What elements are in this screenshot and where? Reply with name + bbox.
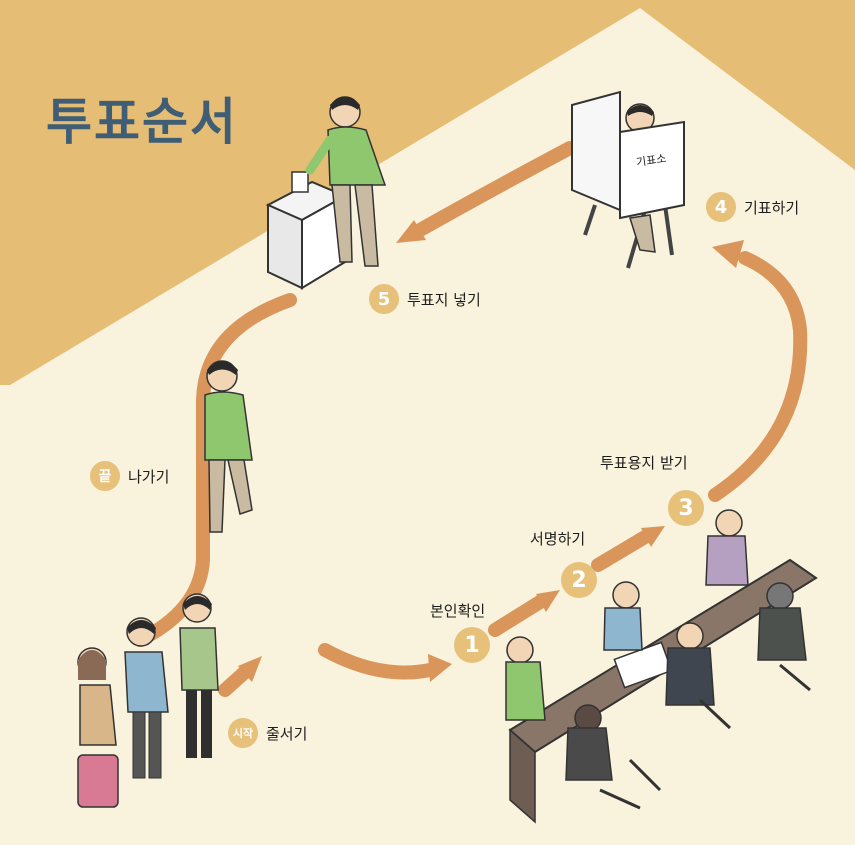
arrowhead bbox=[536, 590, 560, 612]
arrowhead bbox=[712, 240, 744, 268]
step-badge-5: 5 bbox=[369, 284, 399, 314]
arrowhead bbox=[238, 656, 262, 682]
arrowhead bbox=[396, 220, 426, 243]
queue-illustration bbox=[77, 593, 219, 808]
step-badge-4: 4 bbox=[706, 192, 736, 222]
arrow-to-step4 bbox=[708, 251, 808, 502]
arrow-to-step1 bbox=[318, 643, 437, 680]
registration-table-illustration bbox=[505, 509, 818, 824]
step-label-1: 본인확인 bbox=[430, 602, 486, 620]
step-label-3: 투표용지 받기 bbox=[600, 454, 688, 472]
exiting-voter-illustration bbox=[204, 360, 253, 533]
exit-path bbox=[133, 293, 297, 647]
step-badge-3: 3 bbox=[668, 490, 704, 526]
arrowhead bbox=[641, 526, 665, 547]
step-badge-start: 시작 bbox=[228, 718, 258, 748]
arrow-heads bbox=[238, 220, 744, 682]
arrowhead bbox=[428, 654, 452, 682]
step-label-end: 나가기 bbox=[128, 467, 170, 486]
step-label-4: 기표하기 bbox=[744, 198, 800, 217]
roof-shape bbox=[0, 0, 855, 385]
ballot-box-illustration bbox=[265, 96, 387, 290]
step-end: 끝 나가기 bbox=[90, 461, 169, 491]
step-start: 시작 줄서기 bbox=[228, 718, 307, 748]
step-badge-2: 2 bbox=[561, 562, 597, 598]
step-badge-1: 1 bbox=[454, 627, 490, 663]
step-badge-end: 끝 bbox=[90, 461, 120, 491]
page-title: 투표순서 bbox=[46, 93, 238, 151]
step-4: 4 기표하기 bbox=[706, 192, 799, 222]
step-label-5: 투표지 넣기 bbox=[407, 290, 481, 309]
step-5: 5 투표지 넣기 bbox=[369, 284, 481, 314]
step-label-start: 줄서기 bbox=[266, 724, 308, 743]
step-label-2: 서명하기 bbox=[530, 530, 586, 548]
arrow-to-step5 bbox=[413, 141, 577, 237]
start-arrow-line bbox=[218, 665, 252, 697]
voting-booth-illustration bbox=[571, 90, 685, 269]
arrow-to-step3 bbox=[591, 530, 652, 572]
flow-path bbox=[133, 141, 808, 697]
arrow-to-step2 bbox=[488, 595, 547, 637]
